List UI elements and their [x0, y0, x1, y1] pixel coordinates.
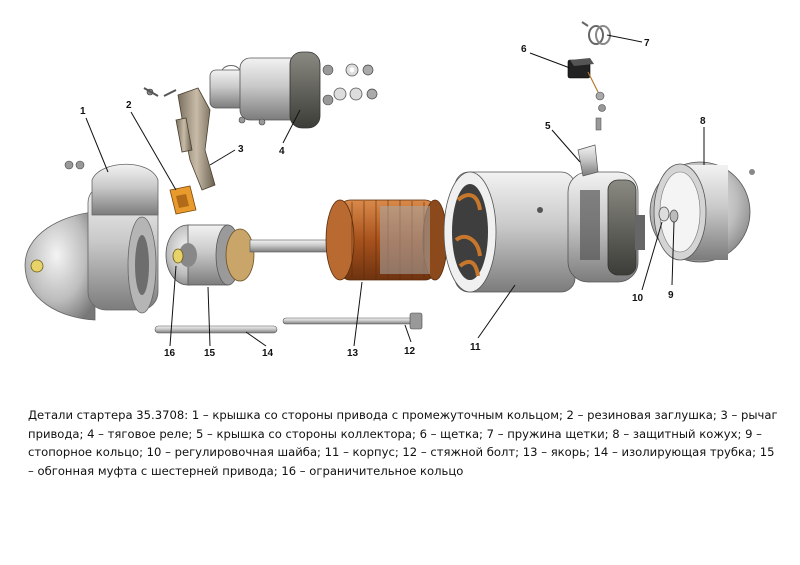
armature	[325, 199, 476, 281]
callout-9: 9	[668, 290, 674, 301]
leader-lines	[85, 34, 705, 347]
exploded-diagram: 1 2 3 4 5 6 7 8 9 10 11 12 13 14 15 16	[24, 21, 755, 359]
callout-2: 2	[126, 100, 132, 111]
callout-numbers: 1 2 3 4 5 6 7 8 9 10 11 12 13 14 15 16	[80, 38, 706, 359]
callout-4: 4	[279, 146, 285, 157]
solenoid-relay	[209, 51, 378, 129]
brush	[567, 58, 606, 131]
callout-1: 1	[80, 106, 86, 117]
figure-caption: Детали стартера 35.3708: 1 – крышка со с…	[28, 408, 778, 478]
callout-12: 12	[404, 346, 416, 357]
protective-cover	[649, 161, 755, 263]
callout-3: 3	[238, 144, 244, 155]
drive-lever	[143, 87, 216, 191]
commutator-end-cover	[567, 144, 645, 283]
drive-end-cover	[24, 160, 159, 321]
callout-14: 14	[262, 348, 274, 359]
callout-11: 11	[470, 342, 481, 353]
overrunning-clutch	[165, 224, 255, 286]
callout-10: 10	[632, 293, 644, 304]
rubber-plug	[169, 185, 197, 215]
callout-13: 13	[347, 348, 359, 359]
callout-6: 6	[521, 44, 527, 55]
callout-5: 5	[545, 121, 551, 132]
diagram-svg: 1 2 3 4 5 6 7 8 9 10 11 12 13 14 15 16	[24, 21, 755, 359]
housing	[443, 171, 576, 293]
callout-7: 7	[644, 38, 650, 49]
callout-15: 15	[204, 348, 216, 359]
insulating-tube	[154, 325, 278, 334]
retaining-ring-and-washer	[658, 206, 679, 223]
brush-spring	[581, 21, 611, 45]
tie-bolt	[282, 312, 423, 330]
callout-8: 8	[700, 116, 706, 127]
callout-16: 16	[164, 348, 176, 359]
